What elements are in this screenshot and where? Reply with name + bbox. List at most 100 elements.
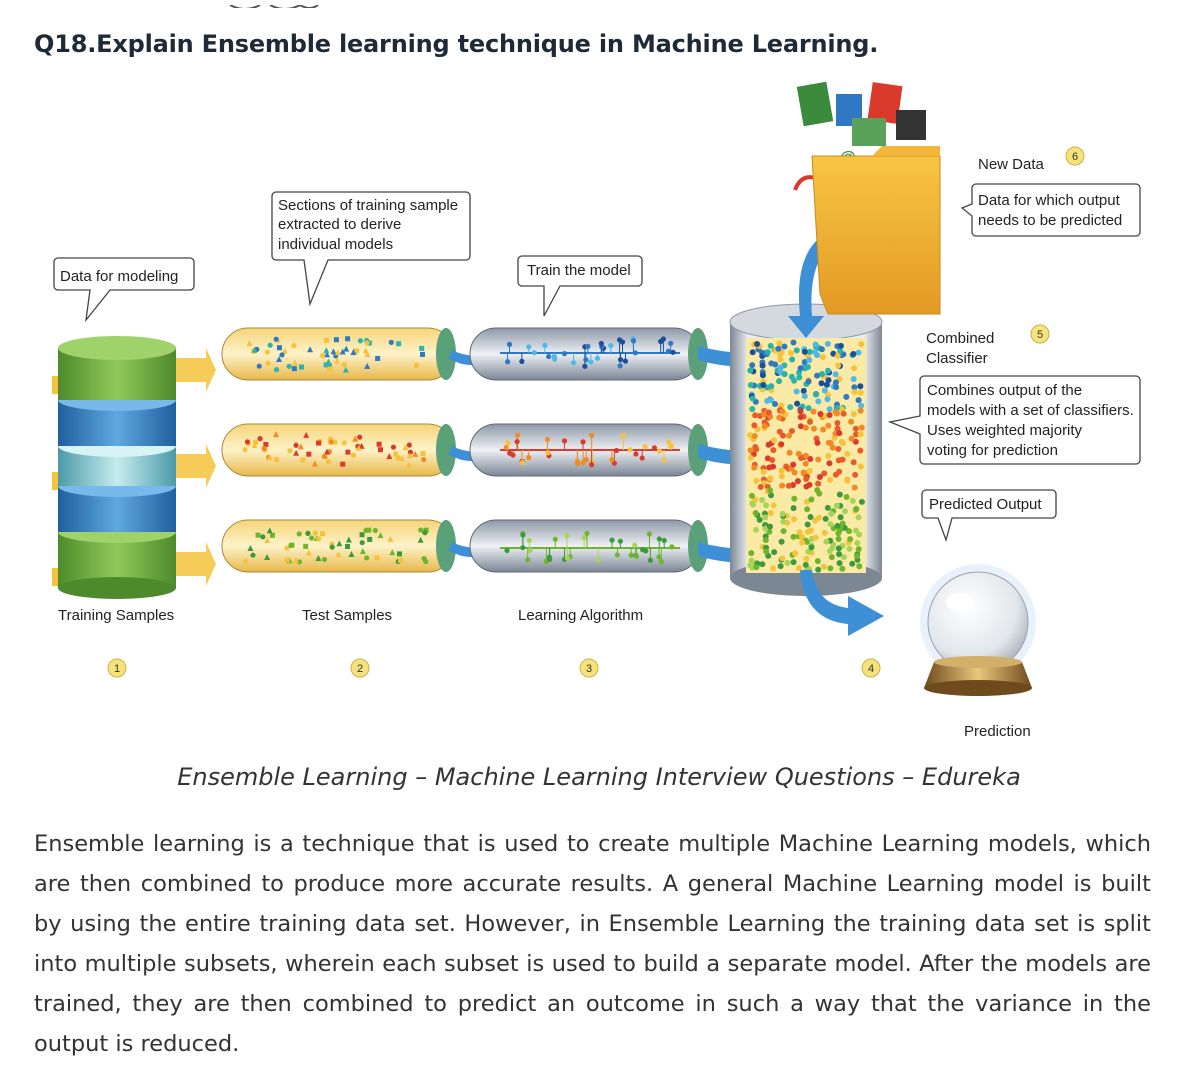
sample-particle	[396, 341, 402, 347]
classifier-particle	[836, 430, 843, 437]
sample-particle	[316, 440, 322, 446]
classifier-particle	[763, 548, 770, 555]
classifier-particle	[752, 510, 759, 517]
classifier-particle	[839, 565, 846, 572]
sample-particle	[364, 555, 370, 561]
learning-algorithm-tubes	[469, 327, 708, 573]
sample-particle	[306, 451, 312, 457]
classifier-particle	[764, 349, 771, 356]
crystal-ball-icon	[920, 564, 1036, 696]
classifier-particle	[850, 350, 857, 357]
classifier-particle	[796, 529, 803, 536]
sample-particle	[357, 338, 364, 344]
classifier-particle	[815, 398, 822, 405]
sample-particle	[323, 362, 329, 368]
sample-particle	[284, 545, 290, 551]
classifier-particle	[834, 419, 841, 426]
model-point	[668, 443, 675, 449]
classifier-particle	[775, 345, 782, 352]
sample-particle	[250, 552, 256, 558]
classifier-particle	[806, 348, 813, 355]
model-point	[669, 544, 675, 550]
classifier-particle	[805, 548, 812, 555]
classifier-particle	[825, 439, 832, 446]
classifier-particle	[807, 455, 814, 462]
classifier-particle	[804, 521, 811, 528]
sample-particle	[264, 349, 270, 355]
test-sample-tubes	[221, 327, 456, 573]
classifier-particle	[825, 453, 832, 460]
classifier-particle	[858, 341, 865, 348]
sample-particle	[325, 358, 332, 365]
sample-particle	[247, 545, 254, 552]
classifier-particle	[847, 536, 854, 543]
model-point	[588, 462, 595, 468]
sample-particle	[303, 431, 310, 438]
model-point	[561, 438, 568, 444]
classifier-particle	[823, 538, 830, 545]
classifier-particle	[821, 529, 828, 536]
classifier-particle	[752, 412, 759, 419]
classifier-particle	[790, 505, 797, 512]
sample-particle	[418, 527, 424, 533]
model-point	[561, 351, 568, 357]
model-point	[628, 552, 634, 558]
sample-particle	[279, 352, 285, 358]
classifier-particle	[803, 498, 810, 505]
classifier-particle	[747, 367, 754, 374]
model-point	[544, 436, 551, 443]
classifier-particle	[771, 549, 778, 556]
classifier-particle	[776, 414, 783, 421]
classifier-particle	[781, 371, 788, 378]
classifier-particle	[832, 409, 839, 416]
classifier-particle	[829, 444, 836, 451]
model-point	[658, 559, 664, 565]
classifier-particle	[823, 381, 830, 388]
classifier-particle	[749, 406, 756, 413]
classifier-particle	[812, 341, 819, 348]
classifier-particle	[751, 433, 758, 440]
classifier-particle	[802, 452, 809, 459]
classifier-particle	[848, 418, 855, 425]
sample-particle	[284, 557, 290, 563]
classifier-particle	[757, 483, 764, 490]
classifier-particle	[851, 365, 858, 372]
model-point	[617, 357, 624, 363]
classifier-particle	[803, 483, 810, 490]
classifier-particle	[762, 525, 769, 532]
classifier-particle	[784, 559, 791, 566]
classifier-particle	[783, 463, 790, 470]
classifier-particle	[779, 482, 786, 489]
classifier-particle	[858, 424, 865, 431]
classifier-particle	[754, 340, 761, 347]
classifier-particle	[852, 438, 859, 445]
classifier-particle	[836, 491, 843, 498]
model-point	[564, 532, 570, 539]
classifier-particle	[857, 447, 864, 454]
sample-particle	[395, 455, 401, 461]
classifier-particle	[787, 404, 794, 411]
model-point	[589, 432, 595, 438]
sample-particle	[420, 450, 426, 456]
sample-particle	[423, 527, 429, 533]
classifier-particle	[796, 374, 803, 381]
classifier-particle	[819, 370, 826, 377]
sample-particle	[265, 360, 271, 366]
classifier-particle	[794, 400, 801, 407]
model-point	[616, 337, 623, 343]
sample-particle	[340, 461, 346, 467]
callout-combined-classifier: Combined Classifier Combines output of t…	[887, 330, 1141, 465]
model-point	[630, 338, 637, 344]
classifier-particle	[851, 389, 858, 396]
model-point	[588, 359, 594, 365]
classifier-particle	[855, 514, 862, 521]
sample-particle	[355, 444, 362, 451]
classifier-particle	[786, 449, 793, 456]
classifier-particle	[760, 381, 767, 388]
svg-text:Classifier: Classifier	[926, 350, 988, 367]
classifier-particle	[812, 391, 819, 398]
sample-particle	[292, 359, 299, 366]
classifier-particle	[804, 529, 811, 536]
sample-particle	[253, 439, 259, 445]
combined-classifier-cylinder	[729, 303, 883, 596]
